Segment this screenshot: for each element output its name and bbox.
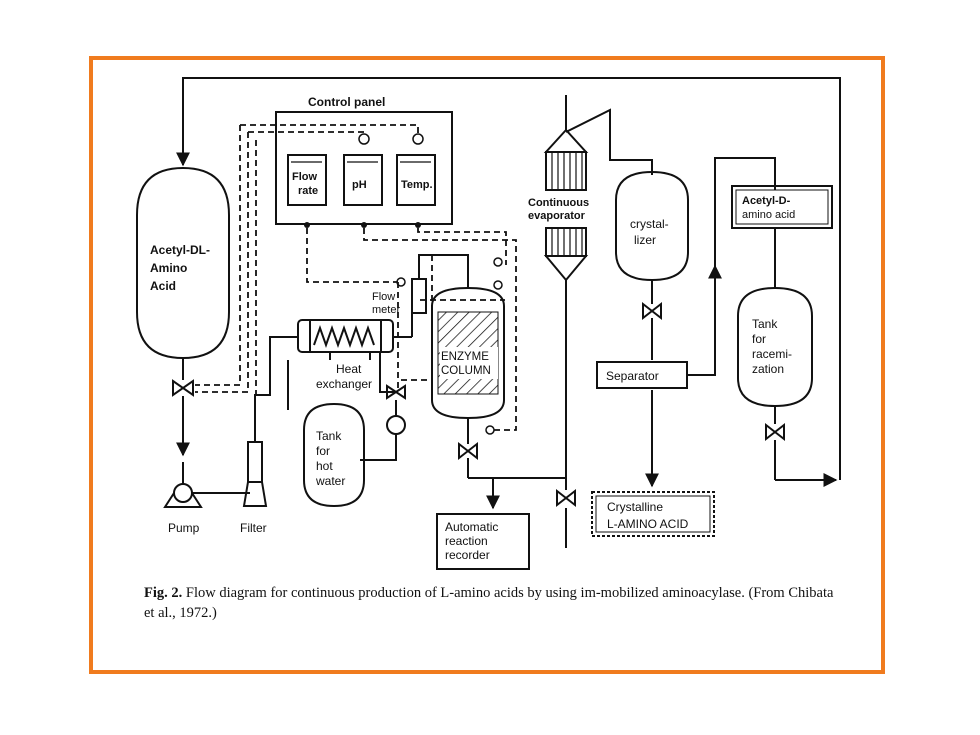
hot-water-tank-label-line3: hot [316,459,333,473]
hot-water-tank-label-line1: Tank [316,429,342,443]
pump-label: Pump [168,521,200,535]
racemization-label-1: Tank [752,317,778,331]
acetyl-d-label-2: amino acid [742,209,795,221]
sensor-icons [396,257,503,435]
column-outlet-line [467,418,566,510]
acetyl-dl-tank: Acetyl-DL- Amino Acid [136,166,230,360]
figure-caption: Fig. 2. Flow diagram for continuous prod… [144,583,844,623]
flow-meter-label-1: Flow [372,291,395,303]
control-panel-label: Control panel [308,95,385,109]
separator: Separator [596,361,688,389]
evaporator-label-1: Continuous [528,197,589,209]
top-return-line [176,77,841,480]
reaction-recorder: Automatic reaction recorder [436,513,530,570]
gauge-ph-label: pH [352,179,367,191]
control-panel: Control panel Flow rate pH Temp. [275,95,453,228]
flow-meter [411,254,469,337]
separator-label: Separator [606,369,659,383]
separator-to-racemization-line [687,157,776,376]
caption-text: Flow diagram for continuous production o… [144,585,834,621]
racemization-tank: Tank for racemi- zation [737,228,813,408]
crystallizer-label-1: crystal- [630,217,669,231]
acetyl-d-product-box: Acetyl-D- amino acid [731,185,833,229]
racemization-valve-icon [765,422,785,442]
tank-label-line2: Amino [150,261,187,275]
tank-label-line1: Acetyl-DL- [150,243,210,257]
enzyme-column-label-2: COLUMN [441,365,491,377]
recorder-label-3: recorder [445,548,490,562]
pump-icon [163,483,203,508]
hot-water-tank-label-line4: water [315,474,345,488]
heat-exchanger [290,319,412,360]
hot-water-pump-icon [386,415,406,435]
column-valve-icon [458,441,478,461]
gauge-temp-label: Temp. [401,179,433,191]
racemization-outlet-line [774,406,838,487]
caption-label: Fig. 2. [144,585,183,601]
filter-label: Filter [240,521,267,535]
heat-exchanger-label-line1: Heat [336,362,362,376]
racemization-label-2: for [752,332,766,346]
hot-water-tank-label-line2: for [316,444,330,458]
crystalline-label-1: Crystalline [607,500,663,514]
hot-water-valve-icon [386,384,406,400]
gauge-flow-label-1: Flow [292,171,317,183]
continuous-evaporator [543,95,653,548]
crystallizer-label-2: lizer [634,233,656,247]
crystallizer-valve-icon [642,301,662,321]
heat-exchanger-label-line2: exchanger [316,377,372,391]
crystalline-label-2: L-AMINO ACID [607,517,689,531]
filter-icon [242,441,268,507]
crystallizer: crystal- lizer [615,170,689,282]
crystalline-product-box: Crystalline L-AMINO ACID [591,491,715,537]
enzyme-column: ENZYME COLUMN [431,286,505,420]
racemization-label-3: racemi- [752,347,792,361]
hot-water-loop [287,352,397,461]
valve-icon [172,379,194,397]
flow-meter-label-2: meter [372,304,400,316]
gauge-flow-label-2: rate [298,185,318,197]
racemization-label-4: zation [752,362,784,376]
tank-label-line3: Acid [150,279,176,293]
evaporator-valve-icon [556,488,576,508]
evaporator-label-2: evaporator [528,210,586,222]
recorder-label-2: reaction [445,534,488,548]
recorder-label-1: Automatic [445,520,498,534]
enzyme-column-label-1: ENZYME [441,351,489,363]
hot-water-tank: Tank for hot water [303,402,365,508]
filter-to-exchanger-line [254,336,290,442]
acetyl-d-label-1: Acetyl-D- [742,195,791,207]
